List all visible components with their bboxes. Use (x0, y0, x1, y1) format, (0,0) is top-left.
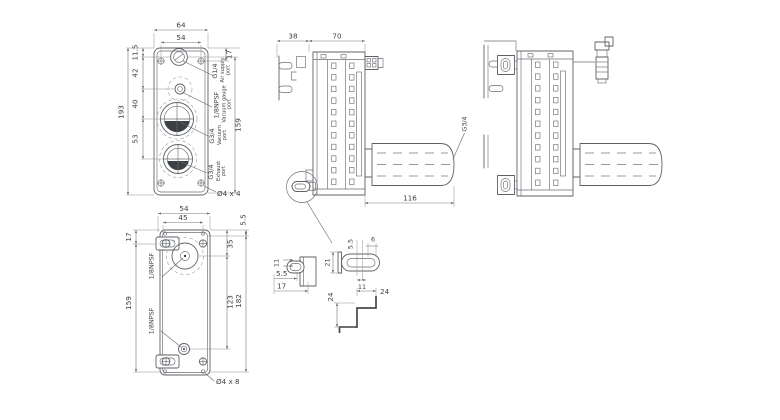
dim-rear-45: 45 (178, 213, 187, 222)
dim-side-70: 70 (332, 32, 342, 41)
dim-side-116: 116 (403, 194, 417, 203)
rear-gauge-port-bottom (178, 343, 190, 355)
front-view: 64 54 11.5 42 40 53 193 17 159 G1/4 Air … (117, 21, 243, 199)
note-front-holes: Ø4 x 4 (217, 189, 241, 198)
side-keyhole-slot (286, 171, 318, 203)
side2-keyhole-tabs (497, 55, 519, 195)
label-port2-name1: Vacuum gauge (222, 85, 228, 122)
dim-rear-5-5: 5.5 (239, 214, 248, 225)
dim-detail-5-5b: 5.5 (347, 239, 355, 249)
side-view: 38 70 (276, 32, 469, 207)
dim-detail-11a: 11 (273, 259, 281, 267)
dim-detail-21: 21 (324, 258, 332, 266)
dim-front-11-5: 11.5 (131, 44, 140, 60)
dim-rear-123: 123 (226, 295, 235, 309)
label-port4-name1: Exhaust (216, 161, 222, 181)
dim-rear-17: 17 (124, 232, 133, 241)
label-port4-thread: G3/4 (207, 164, 215, 179)
side2-air-fitting (573, 36, 614, 84)
dim-front-53: 53 (131, 134, 140, 143)
dim-step-24w: 24 (380, 287, 390, 296)
air-supply-port (170, 48, 188, 66)
side-connector (364, 56, 384, 70)
side-bracket (278, 55, 313, 182)
rear-view: 1/8NPSF 1/8NPSF 54 45 17 159 35 123 5.5 … (124, 204, 249, 386)
dim-rear-54: 54 (179, 204, 189, 213)
label-port1-name1: Air supply (220, 58, 226, 83)
dim-front-17: 17 (225, 50, 234, 59)
detail-views: 11 5.5 17 5.5 6 21 11 (273, 201, 390, 333)
label-port1-name2: port (226, 65, 232, 75)
dim-front-54: 54 (176, 33, 186, 42)
label-rear-port1: 1/8NPSF (148, 252, 156, 279)
side2-silencer (572, 143, 663, 186)
label-port3-name2: port (222, 130, 228, 140)
rear-mount-tab-bottom (155, 354, 180, 369)
label-port4-name2: port (221, 166, 227, 176)
dim-detail-5-5a: 5.5 (276, 269, 287, 278)
dim-detail-17: 17 (277, 282, 286, 291)
dim-step-24h: 24 (326, 292, 335, 302)
front-corner-screws (157, 57, 205, 187)
dim-detail-6: 6 (371, 236, 375, 244)
label-port2-name2: port (227, 99, 233, 109)
side-view-2 (483, 36, 663, 197)
label-port3-name1: Vacuum (217, 125, 223, 145)
dim-front-64: 64 (176, 21, 186, 30)
label-port2-thread: 1/8NPSF (213, 91, 221, 118)
detail-slot-front: 5.5 6 21 11 (324, 236, 380, 291)
side-vent-slots (331, 62, 355, 185)
dim-front-159: 159 (234, 118, 243, 132)
label-rear-port2: 1/8NPSF (148, 307, 156, 334)
rear-body-inner (162, 232, 208, 373)
dim-rear-159: 159 (124, 296, 133, 310)
label-port3-thread: G3/4 (208, 128, 216, 143)
side2-body-outline (516, 50, 574, 197)
label-silencer-thread: G3/4 (461, 116, 469, 131)
side-silencer (364, 143, 455, 186)
dim-side-38: 38 (288, 32, 298, 41)
side2-bracket (483, 40, 517, 169)
detail-slot-side: 11 5.5 17 (273, 256, 317, 294)
dim-front-40: 40 (131, 99, 140, 109)
note-rear-holes: Ø4 x 8 (216, 377, 240, 386)
side-body-outline (312, 51, 366, 196)
dim-rear-182: 182 (234, 294, 243, 308)
detail-step-profile: 24 24 (326, 287, 390, 333)
dim-front-42: 42 (131, 68, 140, 77)
label-port1-thread: G1/4 (211, 63, 219, 78)
rear-body-outline (159, 229, 211, 376)
dim-front-193: 193 (117, 105, 126, 119)
dim-rear-35: 35 (226, 239, 235, 248)
side2-vent-slots (535, 61, 559, 186)
rear-mount-tab-top (155, 236, 180, 251)
front-body-inner (156, 50, 206, 193)
dim-detail-11b: 11 (358, 283, 366, 291)
